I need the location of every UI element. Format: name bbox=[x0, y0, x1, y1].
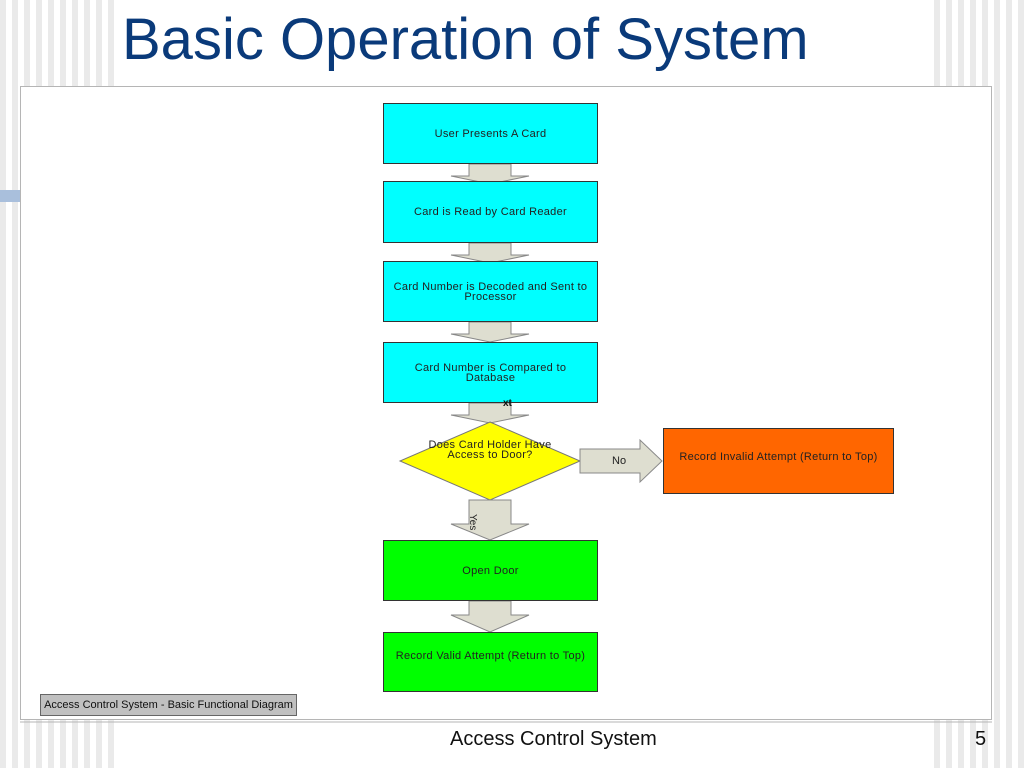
slide-title: Basic Operation of System bbox=[122, 7, 809, 72]
footer-text: Access Control System bbox=[450, 728, 657, 750]
blue-accent-bar bbox=[0, 190, 20, 202]
arrow-present-read bbox=[450, 163, 530, 185]
node-card-read: Card is Read by Card Reader bbox=[383, 181, 598, 243]
edge-label-compare-decision: xt bbox=[503, 398, 512, 409]
arrow-decision-invalid bbox=[579, 438, 663, 484]
arrow-decision-open bbox=[450, 499, 530, 541]
arrow-decode-compare bbox=[450, 321, 530, 343]
arrow-compare-decision bbox=[450, 402, 530, 424]
edge-label-no: No bbox=[612, 455, 627, 467]
node-decision: Does Card Holder Have Access to Door? bbox=[428, 439, 552, 461]
node-user-presents-card: User Presents A Card bbox=[383, 103, 598, 164]
decision-diamond bbox=[398, 421, 582, 501]
node-record-invalid: Record Invalid Attempt (Return to Top) bbox=[663, 428, 894, 494]
edge-label-yes: Yes bbox=[467, 514, 478, 531]
arrow-read-decode bbox=[450, 242, 530, 264]
diagram-legend: Access Control System - Basic Functional… bbox=[40, 694, 297, 716]
node-card-decoded: Card Number is Decoded and Sent to Proce… bbox=[383, 261, 598, 322]
node-record-valid: Record Valid Attempt (Return to Top) bbox=[383, 632, 598, 692]
node-open-door: Open Door bbox=[383, 540, 598, 601]
arrow-open-valid bbox=[450, 600, 530, 633]
node-card-compared: Card Number is Compared to Database bbox=[383, 342, 598, 403]
page-number: 5 bbox=[975, 728, 987, 750]
